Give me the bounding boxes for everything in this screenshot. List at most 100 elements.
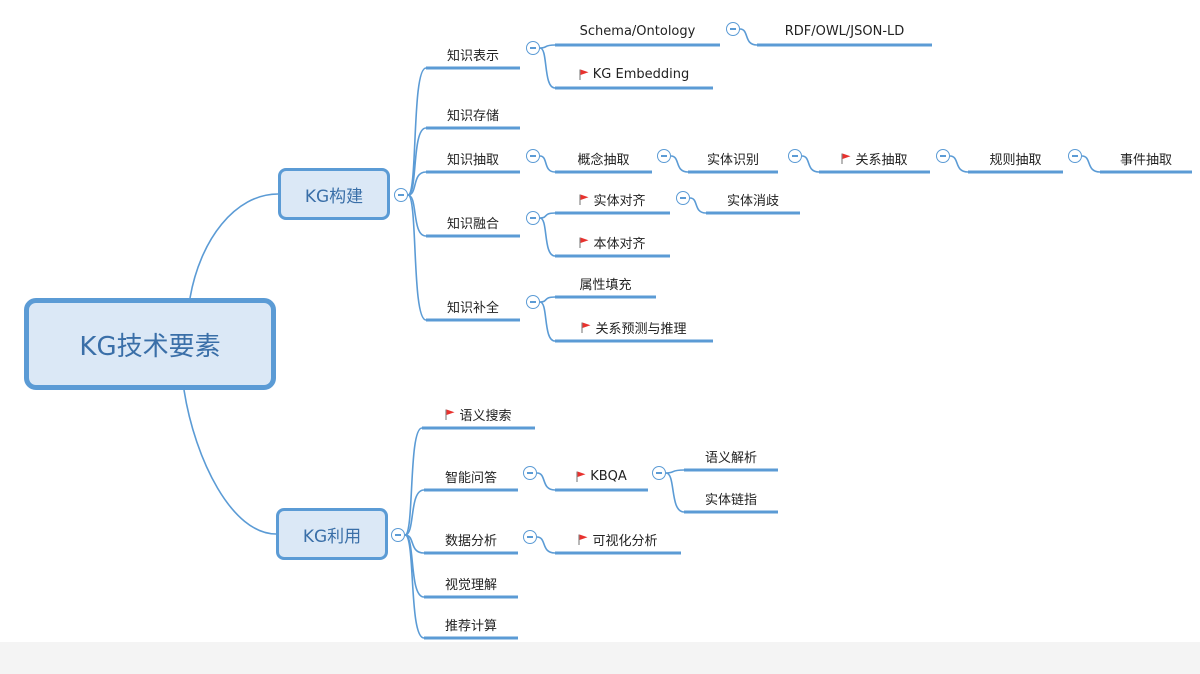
connector-line [539, 155, 556, 173]
node-schema[interactable]: Schema/Ontology [555, 20, 720, 42]
node-analysis[interactable]: 数据分析 [424, 528, 518, 550]
node-label: KG Embedding [592, 66, 690, 82]
collapse-toggle-icon[interactable] [391, 528, 405, 542]
node-ner[interactable]: 实体识别 [688, 147, 778, 169]
collapse-toggle-icon[interactable] [526, 211, 540, 225]
node-label: 知识表示 [446, 48, 499, 64]
red-flag-icon [578, 534, 588, 545]
connector-line [536, 472, 556, 491]
connector-line [404, 534, 425, 639]
connector-line [801, 155, 820, 173]
connector-line [1081, 155, 1101, 173]
red-flag-icon [581, 322, 591, 333]
node-rel[interactable]: 关系抽取 [819, 147, 930, 169]
connector-line [404, 534, 425, 598]
connector-line [404, 489, 425, 536]
red-flag-icon [579, 194, 589, 205]
node-label: 关系抽取 [855, 152, 908, 168]
node-disamb[interactable]: 实体消歧 [706, 188, 800, 210]
collapse-toggle-icon[interactable] [523, 466, 537, 480]
collapse-toggle-icon[interactable] [394, 188, 408, 202]
node-label: 知识存储 [446, 108, 499, 124]
root-node[interactable]: KG技术要素 [24, 298, 276, 390]
node-label: KBQA [590, 468, 627, 484]
node-relpred[interactable]: 关系预测与推理 [555, 316, 713, 338]
node-align[interactable]: 实体对齐 [555, 188, 670, 210]
node-vision[interactable]: 视觉理解 [424, 572, 518, 594]
connector-line [665, 469, 685, 474]
connector-line [407, 127, 427, 196]
node-emb[interactable]: KG Embedding [555, 63, 713, 85]
connector-line [539, 44, 556, 49]
connector-line [407, 194, 427, 321]
root-connector [183, 389, 277, 535]
collapse-toggle-icon[interactable] [526, 149, 540, 163]
node-label: 智能问答 [444, 470, 497, 486]
node-label: 知识补全 [446, 300, 499, 316]
red-flag-icon [576, 471, 586, 482]
node-label: 语义解析 [704, 450, 757, 466]
node-label: 属性填充 [579, 277, 632, 293]
bottom-bar [0, 642, 1200, 674]
node-fusion[interactable]: 知识融合 [426, 211, 520, 233]
node-qa[interactable]: 智能问答 [424, 465, 518, 487]
node-label: 本体对齐 [593, 236, 646, 252]
collapse-toggle-icon[interactable] [726, 22, 740, 36]
red-flag-icon [445, 409, 455, 420]
connector-line [539, 47, 556, 89]
collapse-toggle-icon[interactable] [1068, 149, 1082, 163]
node-label: RDF/OWL/JSON-LD [784, 23, 905, 39]
node-label: 知识抽取 [446, 152, 499, 168]
node-label: 语义搜索 [459, 408, 512, 424]
node-label: 实体链指 [704, 492, 757, 508]
branch-kg-use[interactable]: KG利用 [276, 508, 388, 560]
node-extract[interactable]: 知识抽取 [426, 147, 520, 169]
connector-line [665, 472, 685, 513]
node-onto[interactable]: 本体对齐 [555, 231, 670, 253]
node-concept[interactable]: 概念抽取 [555, 147, 652, 169]
collapse-toggle-icon[interactable] [788, 149, 802, 163]
node-vis[interactable]: 可视化分析 [555, 528, 681, 550]
node-search[interactable]: 语义搜索 [422, 403, 535, 425]
node-label: 概念抽取 [577, 152, 630, 168]
branch-kg-construct[interactable]: KG构建 [278, 168, 390, 220]
root-connector [189, 193, 279, 299]
node-label: 实体对齐 [593, 193, 646, 209]
red-flag-icon [841, 153, 851, 164]
collapse-toggle-icon[interactable] [657, 149, 671, 163]
connector-line [539, 212, 556, 219]
node-label: 关系预测与推理 [595, 321, 687, 337]
connector-line [536, 536, 556, 554]
node-store[interactable]: 知识存储 [426, 103, 520, 125]
collapse-toggle-icon[interactable] [526, 41, 540, 55]
node-label: 知识融合 [446, 216, 499, 232]
node-parse[interactable]: 语义解析 [684, 445, 778, 467]
node-link[interactable]: 实体链指 [684, 487, 778, 509]
collapse-toggle-icon[interactable] [652, 466, 666, 480]
node-rec[interactable]: 推荐计算 [424, 613, 518, 635]
node-complete[interactable]: 知识补全 [426, 295, 520, 317]
connector-line [407, 171, 427, 196]
connector-line [949, 155, 969, 173]
collapse-toggle-icon[interactable] [676, 191, 690, 205]
node-event[interactable]: 事件抽取 [1100, 147, 1192, 169]
node-label: 视觉理解 [444, 577, 497, 593]
node-attr[interactable]: 属性填充 [555, 272, 656, 294]
collapse-toggle-icon[interactable] [526, 295, 540, 309]
collapse-toggle-icon[interactable] [936, 149, 950, 163]
node-label: 规则抽取 [989, 152, 1042, 168]
connector-line [539, 296, 556, 303]
connector-line [739, 28, 758, 46]
node-kbqa[interactable]: KBQA [555, 465, 648, 487]
node-rule[interactable]: 规则抽取 [968, 147, 1063, 169]
connector-line [539, 217, 556, 257]
node-rdf[interactable]: RDF/OWL/JSON-LD [757, 20, 932, 42]
collapse-toggle-icon[interactable] [523, 530, 537, 544]
connector-line [407, 67, 427, 196]
node-label: 可视化分析 [592, 533, 658, 549]
connector-line [689, 197, 707, 214]
node-repr[interactable]: 知识表示 [426, 43, 520, 65]
connector-line [670, 155, 689, 173]
